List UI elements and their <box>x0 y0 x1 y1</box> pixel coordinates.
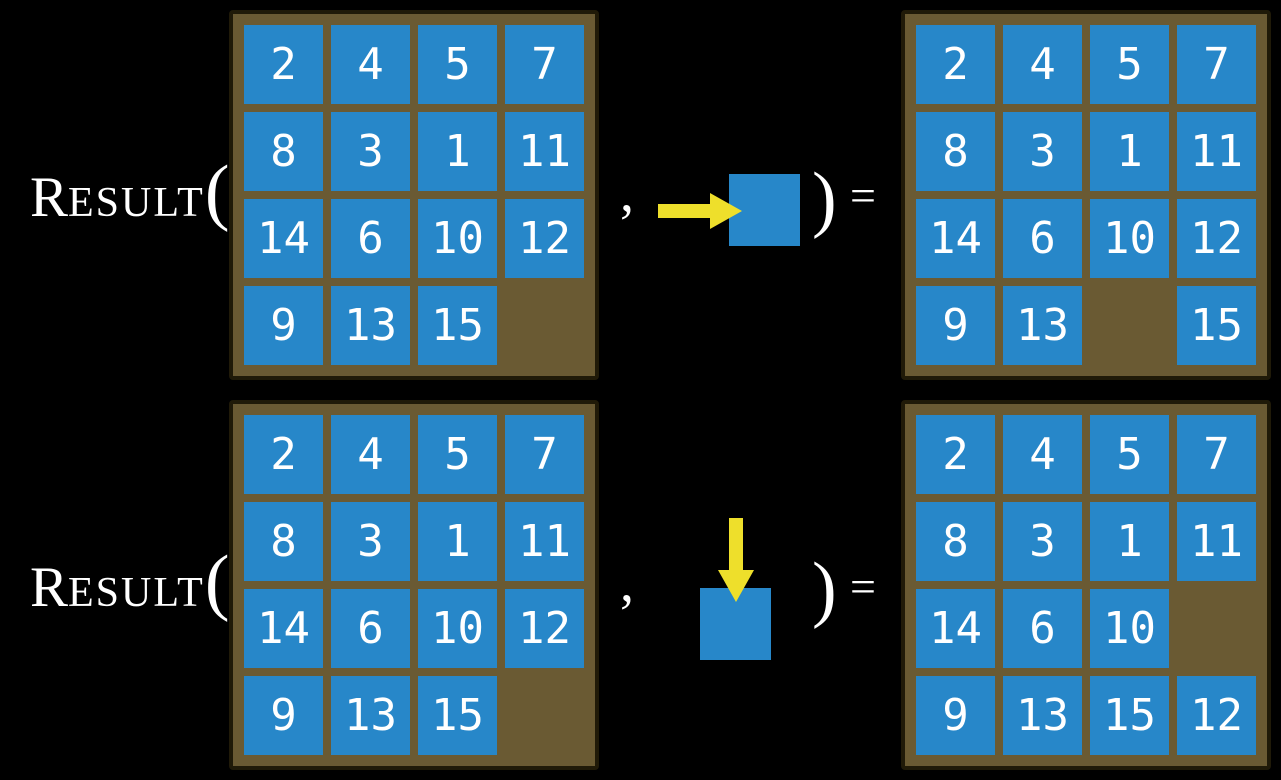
close-paren: ) <box>812 158 837 240</box>
arrow-right-icon <box>658 193 742 229</box>
puzzle-tile: 2 <box>916 415 995 494</box>
puzzle-tile: 1 <box>418 502 497 581</box>
empty-cell <box>505 286 584 365</box>
blank-tile-square <box>729 174 800 246</box>
puzzle-tile: 2 <box>244 415 323 494</box>
puzzle-tile: 8 <box>916 112 995 191</box>
puzzle-tile: 5 <box>1090 25 1169 104</box>
puzzle-tile: 5 <box>418 415 497 494</box>
function-name-initial: R <box>30 556 69 619</box>
puzzle-tile: 7 <box>1177 415 1256 494</box>
puzzle-tile: 13 <box>331 676 410 755</box>
argument-comma: , <box>620 162 634 224</box>
puzzle-tile: 3 <box>331 502 410 581</box>
puzzle-tile: 11 <box>505 112 584 191</box>
action-move-down <box>690 505 800 665</box>
puzzle-tile: 2 <box>244 25 323 104</box>
puzzle-tile: 12 <box>505 199 584 278</box>
puzzle-tile: 3 <box>1003 502 1082 581</box>
puzzle-tile: 15 <box>418 676 497 755</box>
puzzle-tile: 3 <box>1003 112 1082 191</box>
empty-cell <box>1177 589 1256 668</box>
action-move-right <box>650 165 810 260</box>
result-function-label: RESULT( <box>30 545 230 619</box>
function-name-rest: ESULT <box>68 180 205 226</box>
puzzle-tile: 4 <box>1003 25 1082 104</box>
function-name-rest: ESULT <box>68 570 205 616</box>
equals-sign: = <box>850 561 876 612</box>
puzzle-tile: 4 <box>331 25 410 104</box>
open-paren: ( <box>204 541 230 623</box>
puzzle-tile: 12 <box>1177 676 1256 755</box>
close-paren: ) <box>812 548 837 630</box>
puzzle-tile: 9 <box>916 676 995 755</box>
puzzle-tile: 7 <box>505 25 584 104</box>
puzzle-tile: 4 <box>331 415 410 494</box>
puzzle-tile: 12 <box>505 589 584 668</box>
puzzle-tile: 11 <box>505 502 584 581</box>
puzzle-tile: 4 <box>1003 415 1082 494</box>
puzzle-tile: 10 <box>1090 589 1169 668</box>
puzzle-tile: 3 <box>331 112 410 191</box>
puzzle-tile: 6 <box>1003 199 1082 278</box>
open-paren: ( <box>204 151 230 233</box>
puzzle-tile: 13 <box>1003 286 1082 365</box>
puzzle-tile: 14 <box>916 199 995 278</box>
puzzle-tile: 15 <box>1090 676 1169 755</box>
puzzle-tile: 9 <box>244 286 323 365</box>
puzzle-tile: 14 <box>916 589 995 668</box>
puzzle-tile: 12 <box>1177 199 1256 278</box>
puzzle-tile: 7 <box>505 415 584 494</box>
puzzle-tile: 13 <box>331 286 410 365</box>
puzzle-tile: 11 <box>1177 502 1256 581</box>
puzzle-tile: 8 <box>244 502 323 581</box>
puzzle-tile: 8 <box>244 112 323 191</box>
result-function-label: RESULT( <box>30 155 230 229</box>
puzzle-tile: 9 <box>244 676 323 755</box>
empty-cell <box>505 676 584 755</box>
function-name-initial: R <box>30 166 69 229</box>
puzzle-tile: 1 <box>1090 502 1169 581</box>
puzzle-tile: 6 <box>1003 589 1082 668</box>
puzzle-tile: 6 <box>331 199 410 278</box>
equals-sign: = <box>850 170 876 221</box>
argument-comma: , <box>620 552 634 614</box>
puzzle-tile: 6 <box>331 589 410 668</box>
puzzle-tile: 13 <box>1003 676 1082 755</box>
puzzle-tile: 5 <box>418 25 497 104</box>
puzzle-tile: 10 <box>1090 199 1169 278</box>
puzzle-tile: 10 <box>418 199 497 278</box>
puzzle-tile: 5 <box>1090 415 1169 494</box>
puzzle-tile: 8 <box>916 502 995 581</box>
puzzle-tile: 1 <box>1090 112 1169 191</box>
puzzle-tile: 7 <box>1177 25 1256 104</box>
puzzle-tile: 10 <box>418 589 497 668</box>
puzzle-tile: 14 <box>244 589 323 668</box>
puzzle-tile: 1 <box>418 112 497 191</box>
puzzle-tile: 15 <box>418 286 497 365</box>
empty-cell <box>1090 286 1169 365</box>
puzzle-tile: 11 <box>1177 112 1256 191</box>
puzzle-tile: 9 <box>916 286 995 365</box>
arrow-down-icon <box>718 518 754 602</box>
puzzle-tile: 2 <box>916 25 995 104</box>
puzzle-tile: 15 <box>1177 286 1256 365</box>
puzzle-tile: 14 <box>244 199 323 278</box>
